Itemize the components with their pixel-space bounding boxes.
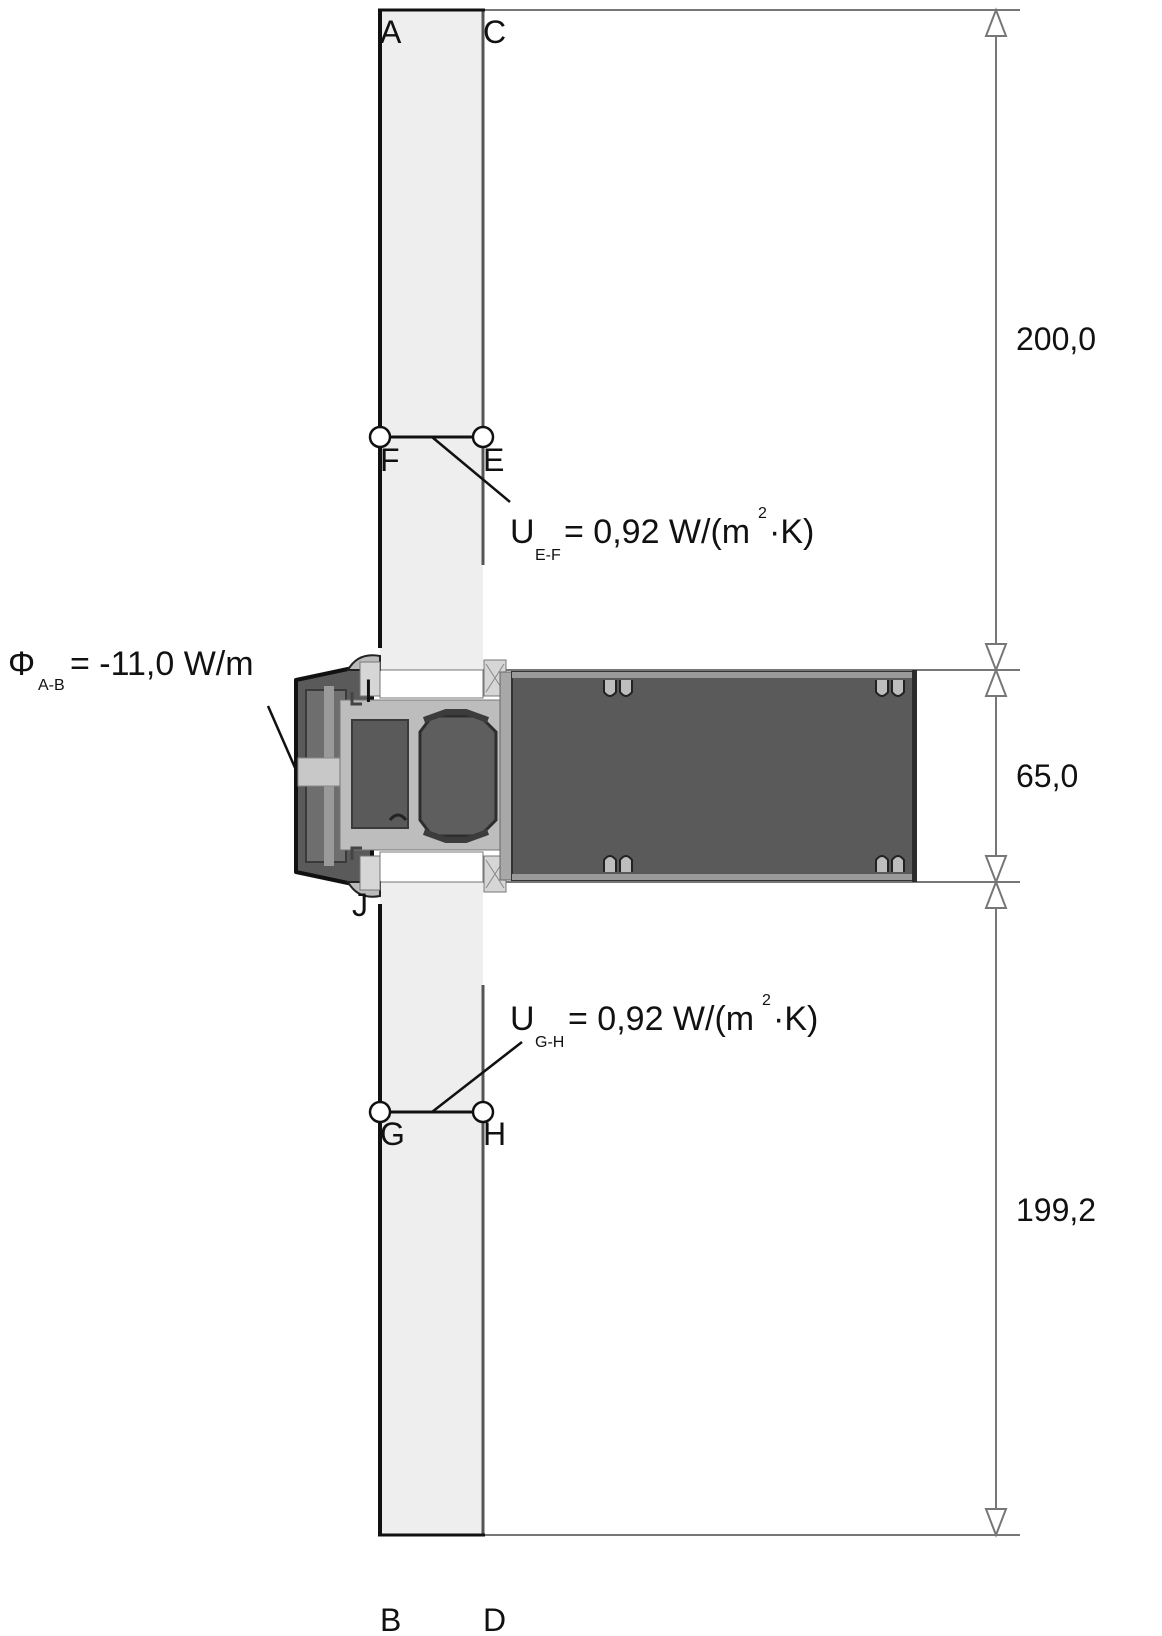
label-point-i: I xyxy=(364,673,373,709)
annotation-phi: Φ A-B = -11,0 W/m xyxy=(8,645,254,694)
dimension-top-label: 200,0 xyxy=(1016,321,1096,357)
measurement-points xyxy=(368,425,495,1124)
label-point-h: H xyxy=(483,1116,506,1152)
dim-arrow xyxy=(984,643,1008,673)
insulation-chamber xyxy=(418,714,498,838)
profile-hook xyxy=(388,813,408,821)
u-gh-value-end: ·K) xyxy=(773,1000,818,1038)
phi-value: = -11,0 W/m xyxy=(70,645,254,683)
profile-hook xyxy=(350,846,362,860)
leader-lines xyxy=(266,436,523,1113)
glazing-panel xyxy=(378,8,485,1537)
mullion-light-edge-bottom xyxy=(512,874,914,880)
annotation-u-ef: U E-F = 0,92 W/(m 2 ·K) xyxy=(510,505,814,564)
u-gh-value: = 0,92 W/(m xyxy=(568,1000,754,1038)
point-h-marker xyxy=(471,1100,495,1124)
label-point-g: G xyxy=(380,1116,405,1152)
screw-port xyxy=(603,855,633,872)
point-g-marker xyxy=(368,1100,392,1124)
screw-port xyxy=(603,680,633,697)
label-point-d: D xyxy=(483,1602,506,1636)
screw-port xyxy=(875,855,905,872)
leader-u-ef xyxy=(431,436,511,503)
dim-arrow xyxy=(984,1508,1008,1538)
glass-edge-lower-in-frame xyxy=(379,851,484,883)
outer-seal-bottom xyxy=(359,855,381,891)
u-ef-subscript: E-F xyxy=(535,547,561,564)
leader-u-gh xyxy=(431,1041,523,1113)
screw-ports xyxy=(603,680,905,872)
dimension-middle-label: 65,0 xyxy=(1016,758,1078,794)
u-ef-value-end: ·K) xyxy=(769,513,814,551)
mullion-light-edge-top xyxy=(512,672,914,678)
mullion-end-plate xyxy=(912,670,917,882)
label-point-c: C xyxy=(483,14,506,50)
dim-arrow xyxy=(984,7,1008,37)
glass-lower xyxy=(380,882,483,1535)
screw-port xyxy=(875,680,905,697)
u-ef-symbol: U xyxy=(510,513,535,551)
u-ef-superscript: 2 xyxy=(758,505,767,522)
phi-subscript: A-B xyxy=(38,677,65,694)
label-point-e: E xyxy=(483,442,504,478)
insulation-bar-top xyxy=(422,709,490,723)
mullion-section xyxy=(511,671,915,881)
transom-chamber-left xyxy=(351,719,409,829)
point-e-marker xyxy=(471,425,495,449)
glass-edge-upper-in-frame xyxy=(379,669,484,699)
outer-seal-top xyxy=(359,661,381,697)
label-point-a: A xyxy=(380,14,402,50)
label-point-b: B xyxy=(380,1602,401,1636)
u-ef-value: = 0,92 W/(m xyxy=(564,513,750,551)
insulation-bar-bottom xyxy=(422,829,490,843)
dimension-chain xyxy=(984,7,1008,1538)
profile-hook xyxy=(350,692,362,706)
u-gh-subscript: G-H xyxy=(535,1034,564,1051)
dim-arrow xyxy=(984,667,1008,697)
u-gh-superscript: 2 xyxy=(762,992,771,1009)
annotation-u-gh: U G-H = 0,92 W/(m 2 ·K) xyxy=(510,992,818,1051)
label-point-j: J xyxy=(352,887,368,923)
point-f-marker xyxy=(368,425,392,449)
frame-profile xyxy=(294,654,917,898)
transom-divider xyxy=(410,716,420,832)
phi-symbol: Φ xyxy=(8,645,35,683)
glass-upper xyxy=(380,10,483,670)
u-gh-symbol: U xyxy=(510,1000,535,1038)
dimension-bottom-label: 199,2 xyxy=(1016,1192,1096,1228)
label-point-f: F xyxy=(380,442,400,478)
dim-arrow xyxy=(984,855,1008,885)
dim-arrow xyxy=(984,879,1008,909)
leader-phi xyxy=(266,705,298,771)
